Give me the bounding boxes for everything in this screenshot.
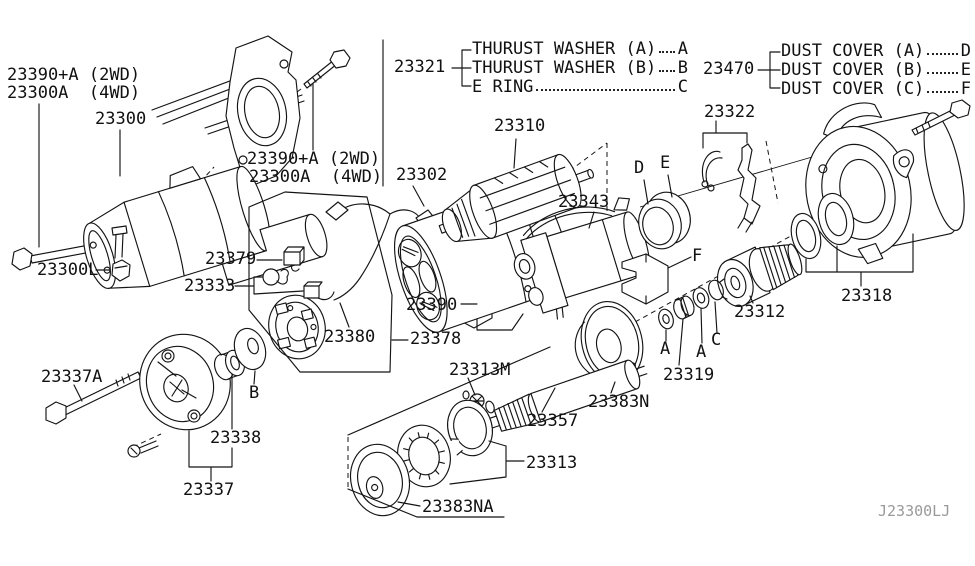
callout-key-e: E xyxy=(660,153,671,173)
legend-dots xyxy=(659,51,675,53)
leader-lines xyxy=(38,49,914,507)
snap-rings-art xyxy=(349,399,493,517)
gear-case-art xyxy=(790,99,971,265)
legend-row: DUST COVER (B) E xyxy=(781,60,971,79)
legend-item-name: THURUST WASHER (A) xyxy=(472,39,657,59)
callout-23357: 23357 xyxy=(527,411,579,431)
mount-bolt-upper xyxy=(303,49,351,89)
callout-23383na: 23383NA xyxy=(422,497,494,517)
callout-23338: 23338 xyxy=(210,428,262,448)
callout-23318: 23318 xyxy=(841,286,893,306)
armature-art xyxy=(438,153,594,243)
callout-key-f: F xyxy=(692,246,703,266)
legend-item-key: D xyxy=(960,41,971,61)
callout-key-b: B xyxy=(249,383,260,403)
legend-item-key: B xyxy=(677,58,688,78)
callout-23312: 23312 xyxy=(734,302,786,322)
callout-key-a2: A xyxy=(696,342,707,362)
dust-cover-c-art xyxy=(621,253,669,305)
callout-23390a-2wd-upper: 23390+A (2WD) xyxy=(7,65,141,85)
callout-23302: 23302 xyxy=(396,165,448,185)
legend-item-key: A xyxy=(677,39,688,59)
callout-23380: 23380 xyxy=(324,327,376,347)
callout-key-d: D xyxy=(634,158,645,178)
legend-item-name: DUST COVER (B) xyxy=(781,60,925,80)
engine-bracket-art xyxy=(151,35,305,185)
spring-clips-art xyxy=(701,143,761,233)
callout-23390: 23390 xyxy=(406,295,458,315)
callout-key-a1: A xyxy=(660,339,671,359)
pinion-art xyxy=(716,243,803,307)
rear-cover-art xyxy=(45,327,267,458)
frame-lines xyxy=(248,39,551,518)
starter-assembly-art xyxy=(83,165,328,290)
callout-key-c: C xyxy=(711,330,722,350)
output-shaft-art xyxy=(462,359,648,432)
legend-row: DUST COVER (A) D xyxy=(781,41,971,60)
callout-23322: 23322 xyxy=(704,102,756,122)
callout-23343: 23343 xyxy=(558,192,610,212)
callout-23300a-4wd-upper: 23300A (4WD) xyxy=(7,83,141,103)
callout-23383n: 23383N xyxy=(588,392,650,412)
legend-dots xyxy=(927,53,958,55)
legend-code: 23470 xyxy=(703,59,755,79)
callout-23300a-4wd-mid: 23300A (4WD) xyxy=(249,167,383,187)
figure-code: J23300LJ xyxy=(878,502,951,520)
legend-code: 23321 xyxy=(394,57,446,77)
legend-item-key: F xyxy=(960,79,971,99)
callout-23319: 23319 xyxy=(663,365,715,385)
callout-23390a-2wd-mid: 23390+A (2WD) xyxy=(247,149,381,169)
legend-row: THURUST WASHER (A) A xyxy=(472,39,688,58)
legend-item-key: E xyxy=(960,60,971,80)
legend-dots xyxy=(927,91,958,93)
callout-23300l: 23300L xyxy=(37,260,99,280)
legend-item-name: E RING xyxy=(472,77,534,97)
legend-dots xyxy=(659,70,675,72)
callout-23313: 23313 xyxy=(526,453,578,473)
legend-item-key: C xyxy=(677,77,688,97)
callout-23300: 23300 xyxy=(95,109,147,129)
legend-item-name: DUST COVER (C) xyxy=(781,79,925,99)
legend-row: E RING C xyxy=(472,77,688,96)
callout-23313m: 23313M xyxy=(449,360,511,380)
callout-23310: 23310 xyxy=(494,116,546,136)
magnetic-switch-art xyxy=(513,197,650,320)
callout-23337: 23337 xyxy=(183,480,235,500)
legend-row: THURUST WASHER (B) B xyxy=(472,58,688,77)
legend-item-name: THURUST WASHER (B) xyxy=(472,58,657,78)
callout-23379: 23379 xyxy=(205,249,257,269)
dust-cover-rings-art xyxy=(638,191,691,250)
legend-dots xyxy=(536,89,675,91)
callout-23378: 23378 xyxy=(410,329,462,349)
thrust-washers-art xyxy=(658,278,728,330)
legend-item-name: DUST COVER (A) xyxy=(781,41,925,61)
legend-row: DUST COVER (C) F xyxy=(781,79,971,98)
legend-dots xyxy=(927,72,958,74)
callout-23337a: 23337A xyxy=(41,367,103,387)
callout-23333: 23333 xyxy=(184,276,236,296)
